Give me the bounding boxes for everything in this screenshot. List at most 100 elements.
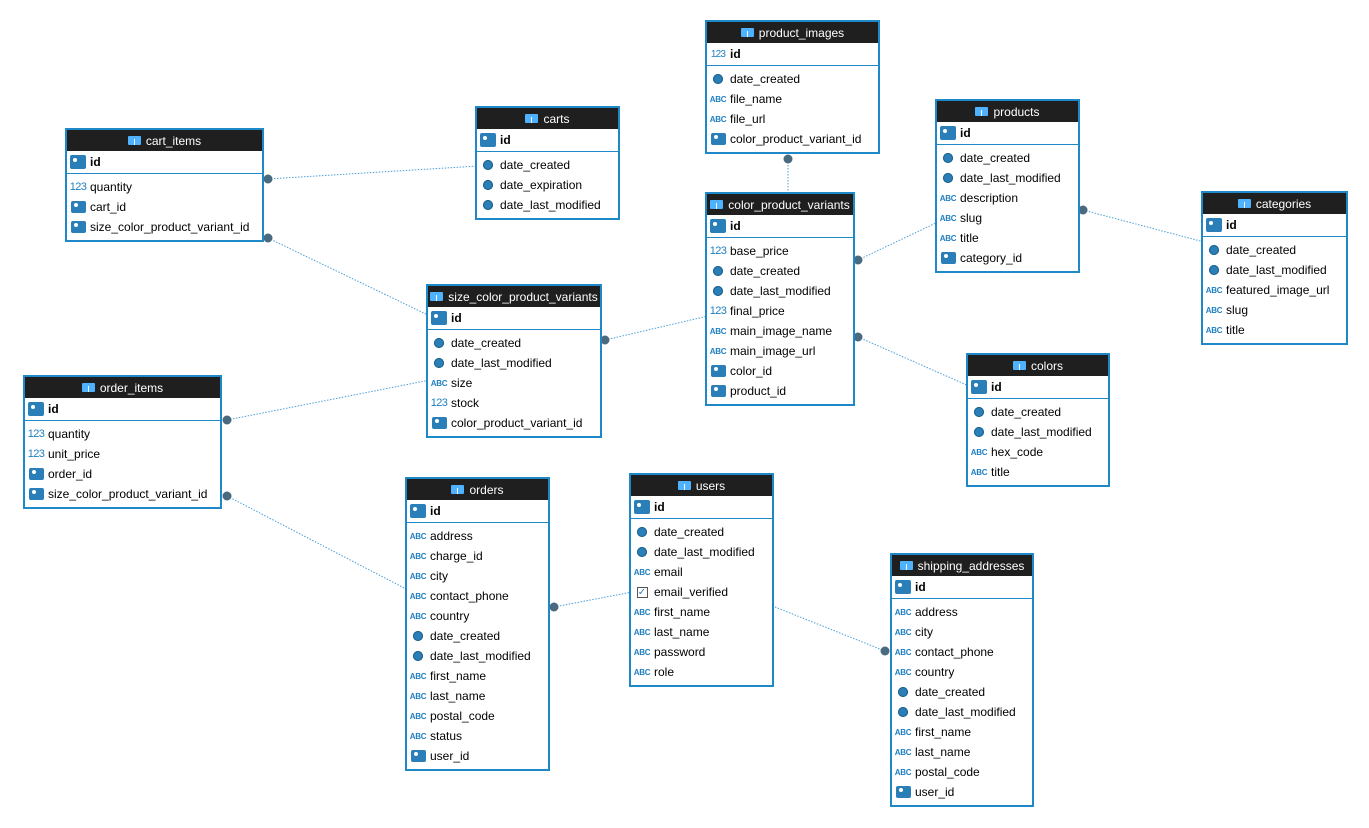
column-row[interactable]: date_last_modified bbox=[477, 195, 618, 215]
column-row[interactable]: date_created bbox=[937, 148, 1078, 168]
table-header[interactable]: carts bbox=[477, 108, 618, 129]
primary-key-row[interactable]: id bbox=[67, 151, 262, 174]
column-row[interactable]: cart_id bbox=[67, 197, 262, 217]
table-header[interactable]: users bbox=[631, 475, 772, 496]
table-header[interactable]: order_items bbox=[25, 377, 220, 398]
column-row[interactable]: date_expiration bbox=[477, 175, 618, 195]
column-row[interactable]: category_id bbox=[937, 248, 1078, 268]
primary-key-row[interactable]: id bbox=[937, 122, 1078, 145]
table-header[interactable]: color_product_variants bbox=[707, 194, 853, 215]
column-row[interactable]: date_created bbox=[892, 682, 1032, 702]
primary-key-row[interactable]: id bbox=[631, 496, 772, 519]
column-row[interactable]: date_last_modified bbox=[407, 646, 548, 666]
primary-key-row[interactable]: id bbox=[968, 376, 1108, 399]
table-header[interactable]: product_images bbox=[707, 22, 878, 43]
column-row[interactable]: ✓email_verified bbox=[631, 582, 772, 602]
column-row[interactable]: date_created bbox=[407, 626, 548, 646]
table-header[interactable]: orders bbox=[407, 479, 548, 500]
table-header[interactable]: shipping_addresses bbox=[892, 555, 1032, 576]
column-row[interactable]: date_last_modified bbox=[1203, 260, 1346, 280]
primary-key-row[interactable]: id bbox=[1203, 214, 1346, 237]
column-row[interactable]: date_created bbox=[631, 522, 772, 542]
column-row[interactable]: date_last_modified bbox=[968, 422, 1108, 442]
column-row[interactable]: date_last_modified bbox=[707, 281, 853, 301]
column-row[interactable]: date_last_modified bbox=[892, 702, 1032, 722]
column-row[interactable]: color_product_variant_id bbox=[428, 413, 600, 433]
column-row[interactable]: date_created bbox=[477, 155, 618, 175]
column-row[interactable]: order_id bbox=[25, 464, 220, 484]
column-row[interactable]: date_created bbox=[428, 333, 600, 353]
column-row[interactable]: size_color_product_variant_id bbox=[25, 484, 220, 504]
column-row[interactable]: user_id bbox=[407, 746, 548, 766]
column-row[interactable]: date_created bbox=[707, 261, 853, 281]
column-row[interactable]: date_last_modified bbox=[631, 542, 772, 562]
column-row[interactable]: date_last_modified bbox=[937, 168, 1078, 188]
column-row[interactable]: product_id bbox=[707, 381, 853, 401]
primary-key-row[interactable]: id bbox=[477, 129, 618, 152]
primary-key-row[interactable]: id bbox=[25, 398, 220, 421]
table-header[interactable]: products bbox=[937, 101, 1078, 122]
table-header[interactable]: size_color_product_variants bbox=[428, 286, 600, 307]
table-header[interactable]: categories bbox=[1203, 193, 1346, 214]
column-row[interactable]: color_id bbox=[707, 361, 853, 381]
column-row[interactable]: date_last_modified bbox=[428, 353, 600, 373]
primary-key-row[interactable]: id bbox=[892, 576, 1032, 599]
table-header[interactable]: cart_items bbox=[67, 130, 262, 151]
primary-key-row[interactable]: id bbox=[407, 500, 548, 523]
primary-key-row[interactable]: id bbox=[428, 307, 600, 330]
column-row[interactable]: color_product_variant_id bbox=[707, 129, 878, 149]
table-header[interactable]: colors bbox=[968, 355, 1108, 376]
primary-key-row[interactable]: id bbox=[707, 215, 853, 238]
